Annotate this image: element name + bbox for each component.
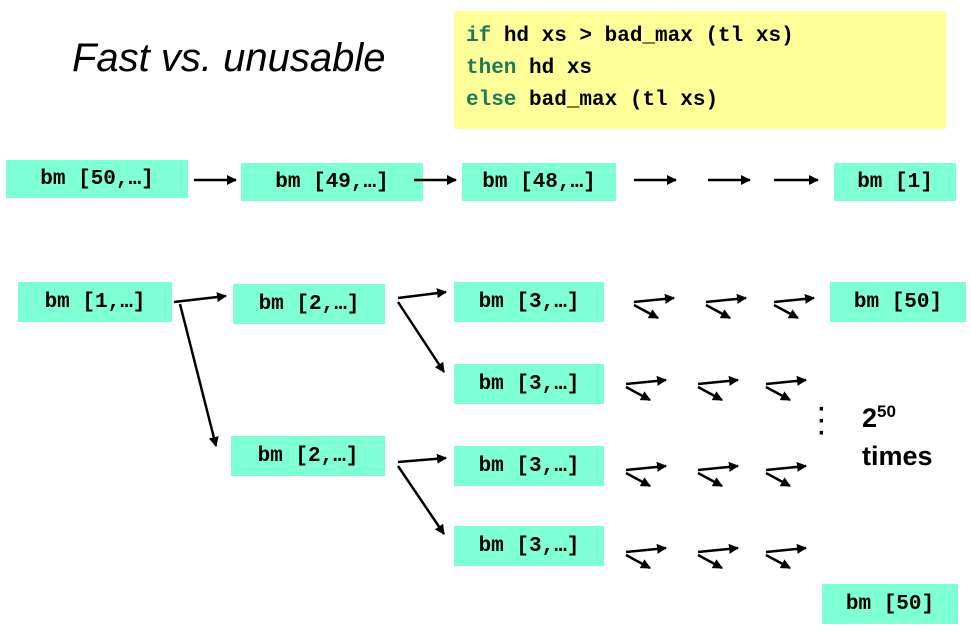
fork-a1 [633, 293, 675, 320]
code-snippet: if hd xs > bad_max (tl xs) then hd xs el… [454, 11, 946, 129]
tree-level1-bottom-box: bm [2,…] [231, 436, 385, 476]
times-label: times [862, 441, 933, 471]
fork-d3 [765, 543, 807, 570]
tree-level2-box-a: bm [3,…] [454, 282, 604, 322]
fast-call-box-3: bm [48,…] [462, 163, 616, 201]
tree-level2-box-d: bm [3,…] [454, 526, 604, 566]
count-exponent: 50 [877, 402, 896, 421]
tree-level2-box-b: bm [3,…] [454, 364, 604, 404]
fork-c1 [625, 461, 667, 488]
fork-a2 [705, 293, 747, 320]
tree-root-box: bm [1,…] [18, 282, 172, 322]
tree-end-box-top: bm [50] [830, 282, 966, 322]
tree-end-box-bottom: bm [50] [822, 584, 958, 624]
tree-arrow-l1bottom-c [397, 453, 447, 464]
tree-arrow-l1top-a [397, 288, 447, 300]
fork-a3 [773, 293, 815, 320]
fork-b1 [625, 375, 667, 402]
code-line-if-rest: hd xs > bad_max (tl xs) [491, 25, 794, 48]
tree-arrow-root-top [173, 292, 227, 304]
fork-b3 [765, 375, 807, 402]
fork-c3 [765, 461, 807, 488]
keyword-else: else [466, 89, 517, 112]
code-line-then-rest: hd xs [516, 57, 593, 80]
fork-b2 [697, 375, 739, 402]
fast-call-box-4: bm [1] [834, 163, 956, 201]
count-label: 250 [862, 393, 933, 437]
tree-level2-box-c: bm [3,…] [454, 446, 604, 486]
fast-call-box-1: bm [50,…] [6, 160, 188, 198]
keyword-then: then [466, 57, 517, 80]
code-line-if: if hd xs > bad_max (tl xs) [466, 21, 946, 53]
count-base: 2 [862, 403, 878, 433]
tree-arrow-root-bottom [178, 303, 219, 447]
code-line-then: then hd xs [466, 53, 946, 85]
fork-c2 [697, 461, 739, 488]
fast-call-box-2: bm [49,…] [241, 163, 423, 201]
fork-d2 [697, 543, 739, 570]
tree-arrow-l1top-b [396, 301, 446, 373]
tree-level1-top-box: bm [2,…] [233, 284, 385, 324]
times-note: 250 times [862, 393, 933, 475]
code-line-else-rest: bad_max (tl xs) [516, 89, 719, 112]
keyword-if: if [466, 25, 492, 48]
tree-arrow-l1bottom-d [396, 465, 446, 535]
slide-title: Fast vs. unusable [72, 36, 386, 80]
fork-d1 [625, 543, 667, 570]
code-line-else: else bad_max (tl xs) [466, 85, 946, 117]
vertical-ellipsis: ··· [818, 396, 826, 447]
